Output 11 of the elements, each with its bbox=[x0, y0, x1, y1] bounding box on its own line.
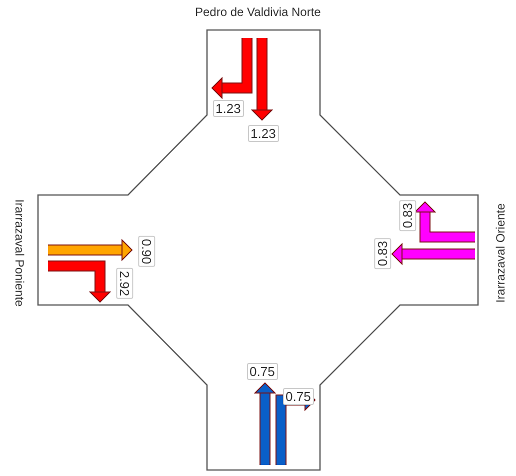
value-label: 1.23 bbox=[212, 100, 244, 116]
value-label: 0.75 bbox=[282, 388, 314, 404]
street-name: Irarrazaval Oriente bbox=[493, 203, 508, 303]
street-name: Pedro de Valdivia Norte bbox=[195, 5, 321, 19]
value-label: 0.75 bbox=[246, 362, 278, 380]
value-label: 0.83 bbox=[374, 237, 391, 269]
value-label: 1.23 bbox=[248, 124, 279, 142]
street-name: Irarrazaval Poniente bbox=[12, 199, 26, 307]
value-label: 0.83 bbox=[398, 199, 416, 231]
value-label: 2.92 bbox=[116, 267, 133, 299]
value-label: 0.90 bbox=[138, 235, 155, 267]
